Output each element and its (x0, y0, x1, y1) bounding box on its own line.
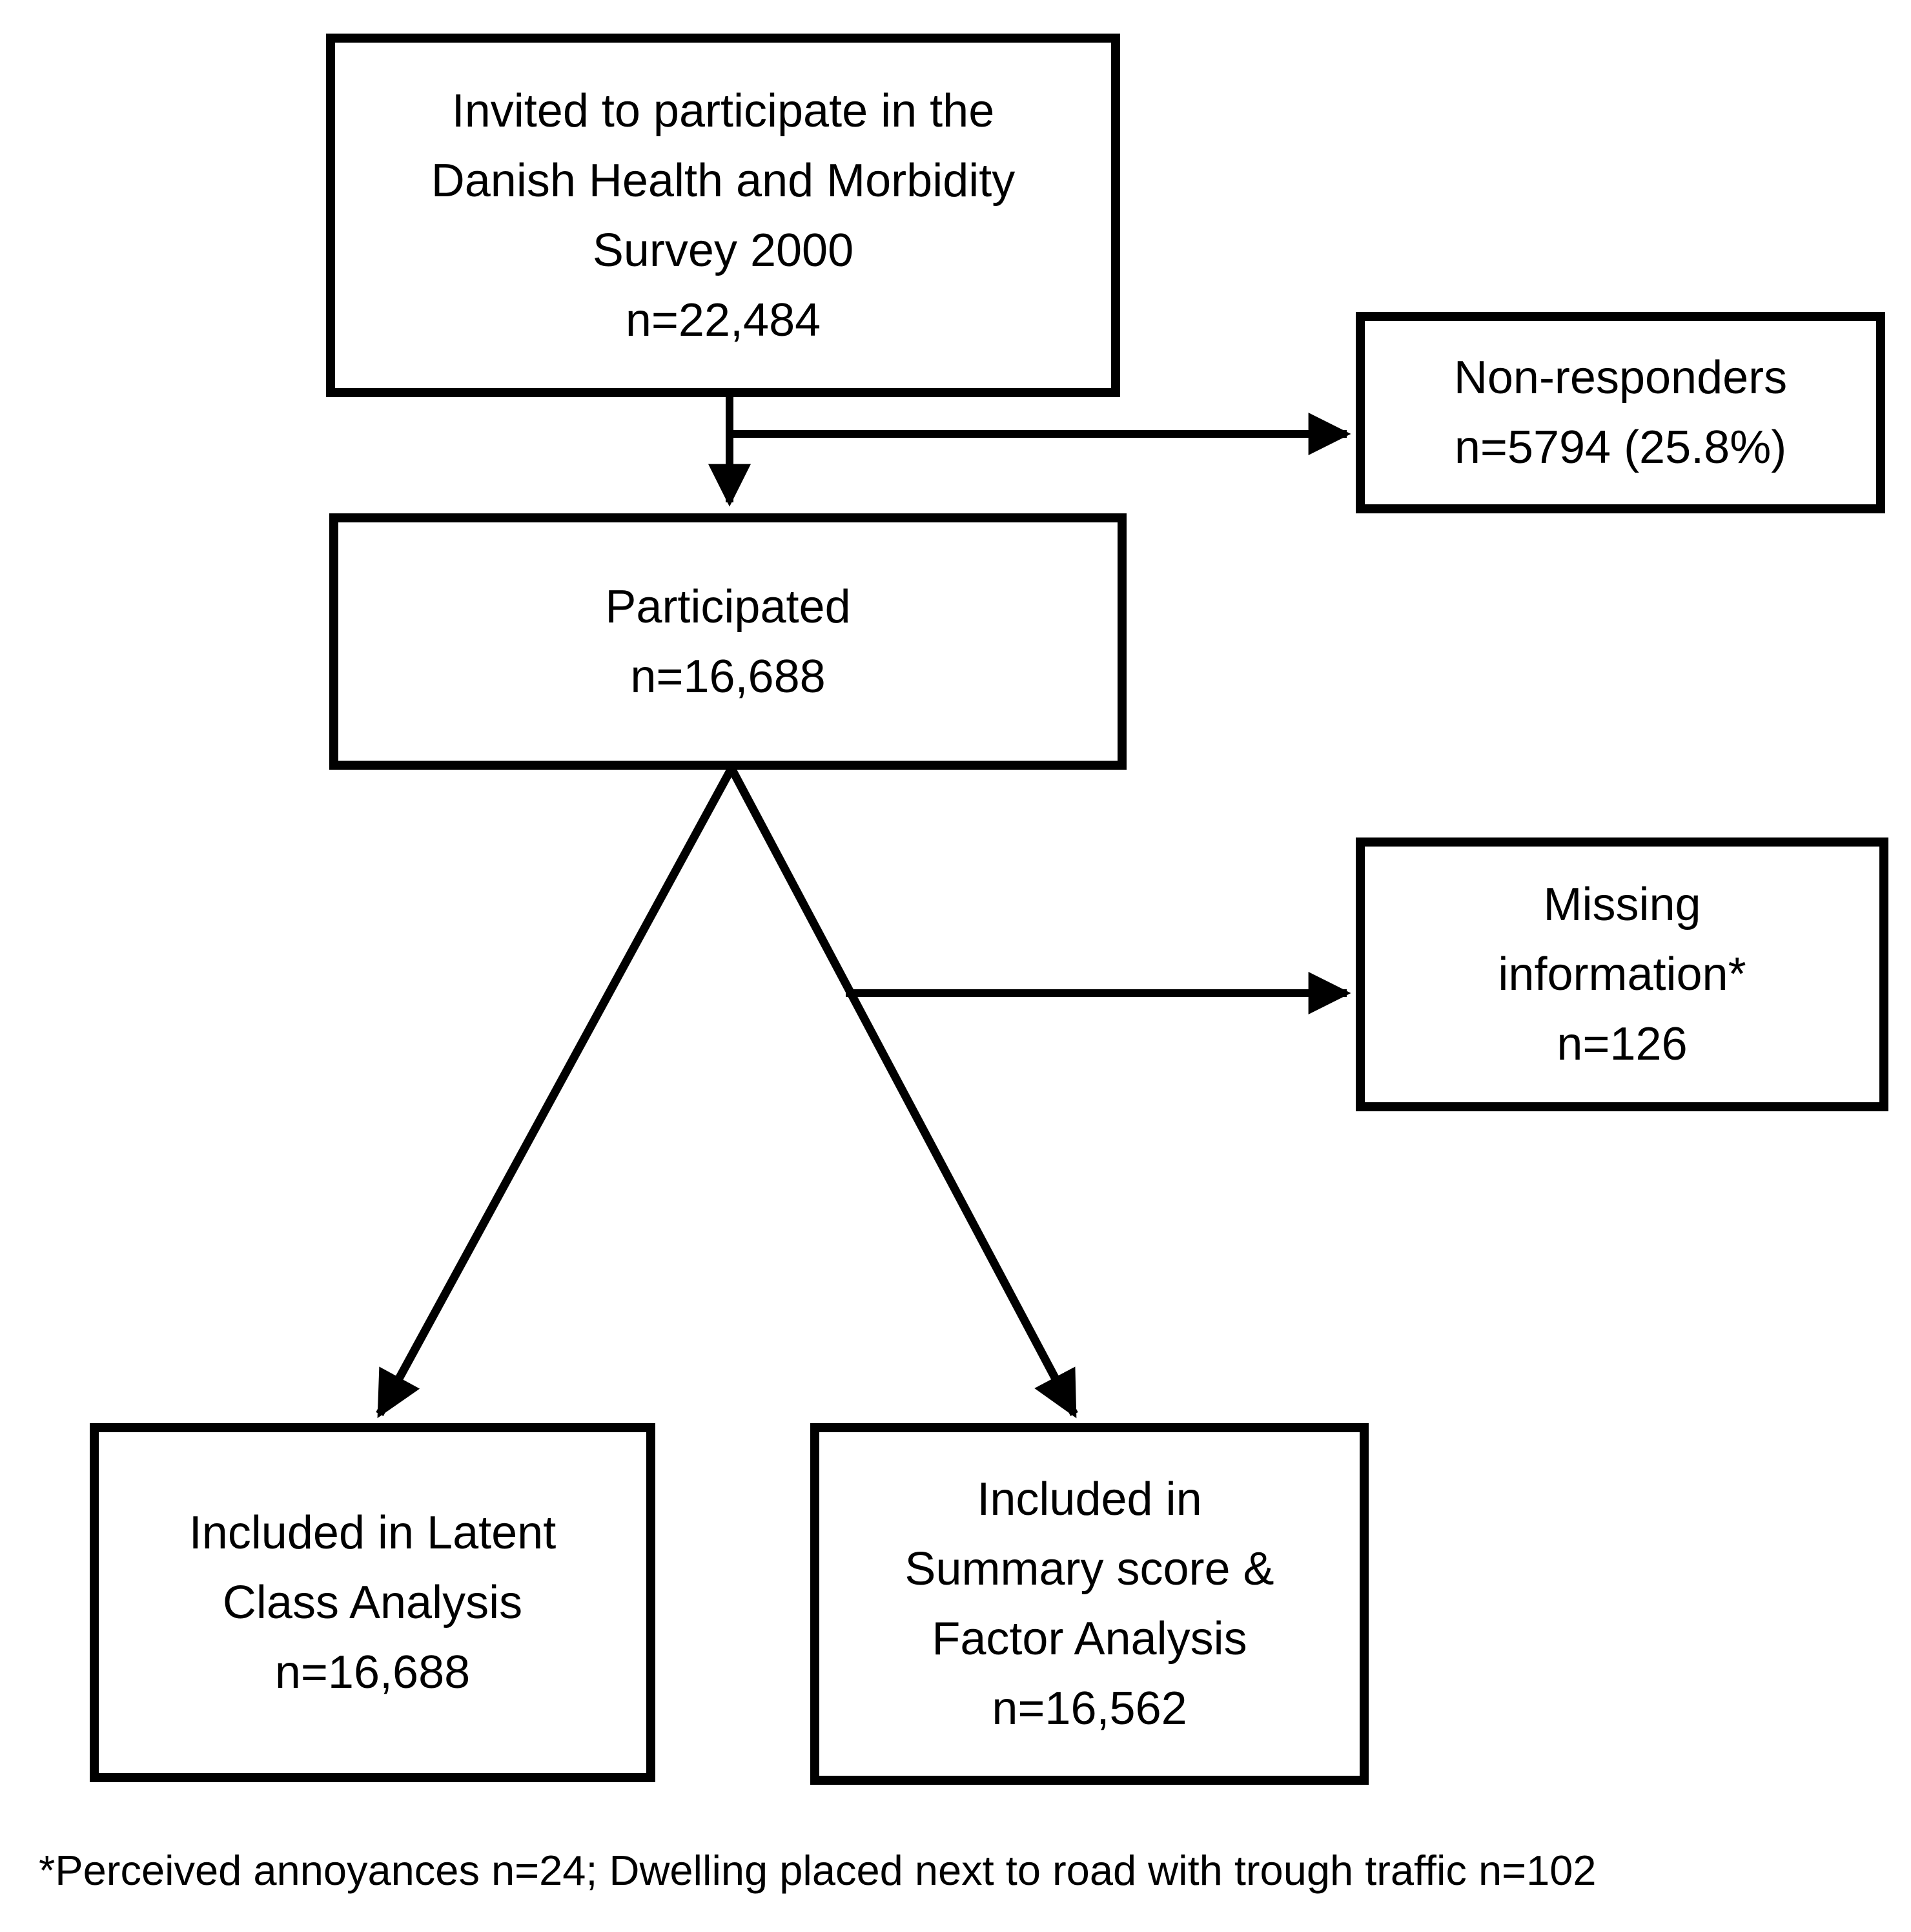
missing-information-box-count: n=126 (1557, 1018, 1688, 1070)
invited-box: Invited to participate in the Danish Hea… (326, 34, 1120, 397)
footnote: *Perceived annoyances n=24; Dwelling pla… (39, 1847, 1597, 1894)
summary-factor-analysis-box-line: Factor Analysis (932, 1613, 1247, 1665)
summary-factor-analysis-box-line: Summary score & (904, 1543, 1274, 1595)
non-responders-box-count: n=5794 (25.8%) (1454, 422, 1787, 473)
missing-information-box: Missing information* n=126 (1356, 838, 1888, 1111)
participated-box-count: n=16,688 (630, 650, 826, 703)
non-responders-box: Non-responders n=5794 (25.8%) (1356, 312, 1885, 513)
participated-box: Participated n=16,688 (329, 513, 1127, 770)
latent-class-analysis-box: Included in Latent Class Analysis n=16,6… (90, 1423, 655, 1782)
summary-factor-analysis-box-line: Included in (977, 1474, 1202, 1525)
summary-factor-analysis-box-count: n=16,562 (992, 1683, 1187, 1734)
missing-information-box-line: Missing (1543, 879, 1701, 930)
arrow-participated-to-summary-factor (728, 766, 1078, 1419)
invited-box-line: Survey 2000 (592, 224, 854, 276)
latent-class-analysis-box-line: Included in Latent (189, 1507, 557, 1559)
non-responders-box-line: Non-responders (1453, 352, 1788, 404)
summary-factor-analysis-box: Included in Summary score & Factor Analy… (810, 1423, 1369, 1785)
participated-box-line: Participated (605, 581, 851, 633)
latent-class-analysis-box-count: n=16,688 (274, 1647, 471, 1698)
invited-box-count: n=22,484 (625, 294, 821, 346)
arrow-participated-to-latent-class (376, 766, 735, 1419)
latent-class-analysis-box-line: Class Analysis (222, 1577, 523, 1629)
missing-information-box-line: information* (1498, 949, 1746, 1000)
invited-box-line: Danish Health and Morbidity (431, 154, 1016, 207)
invited-box-line: Invited to participate in the (451, 85, 995, 137)
